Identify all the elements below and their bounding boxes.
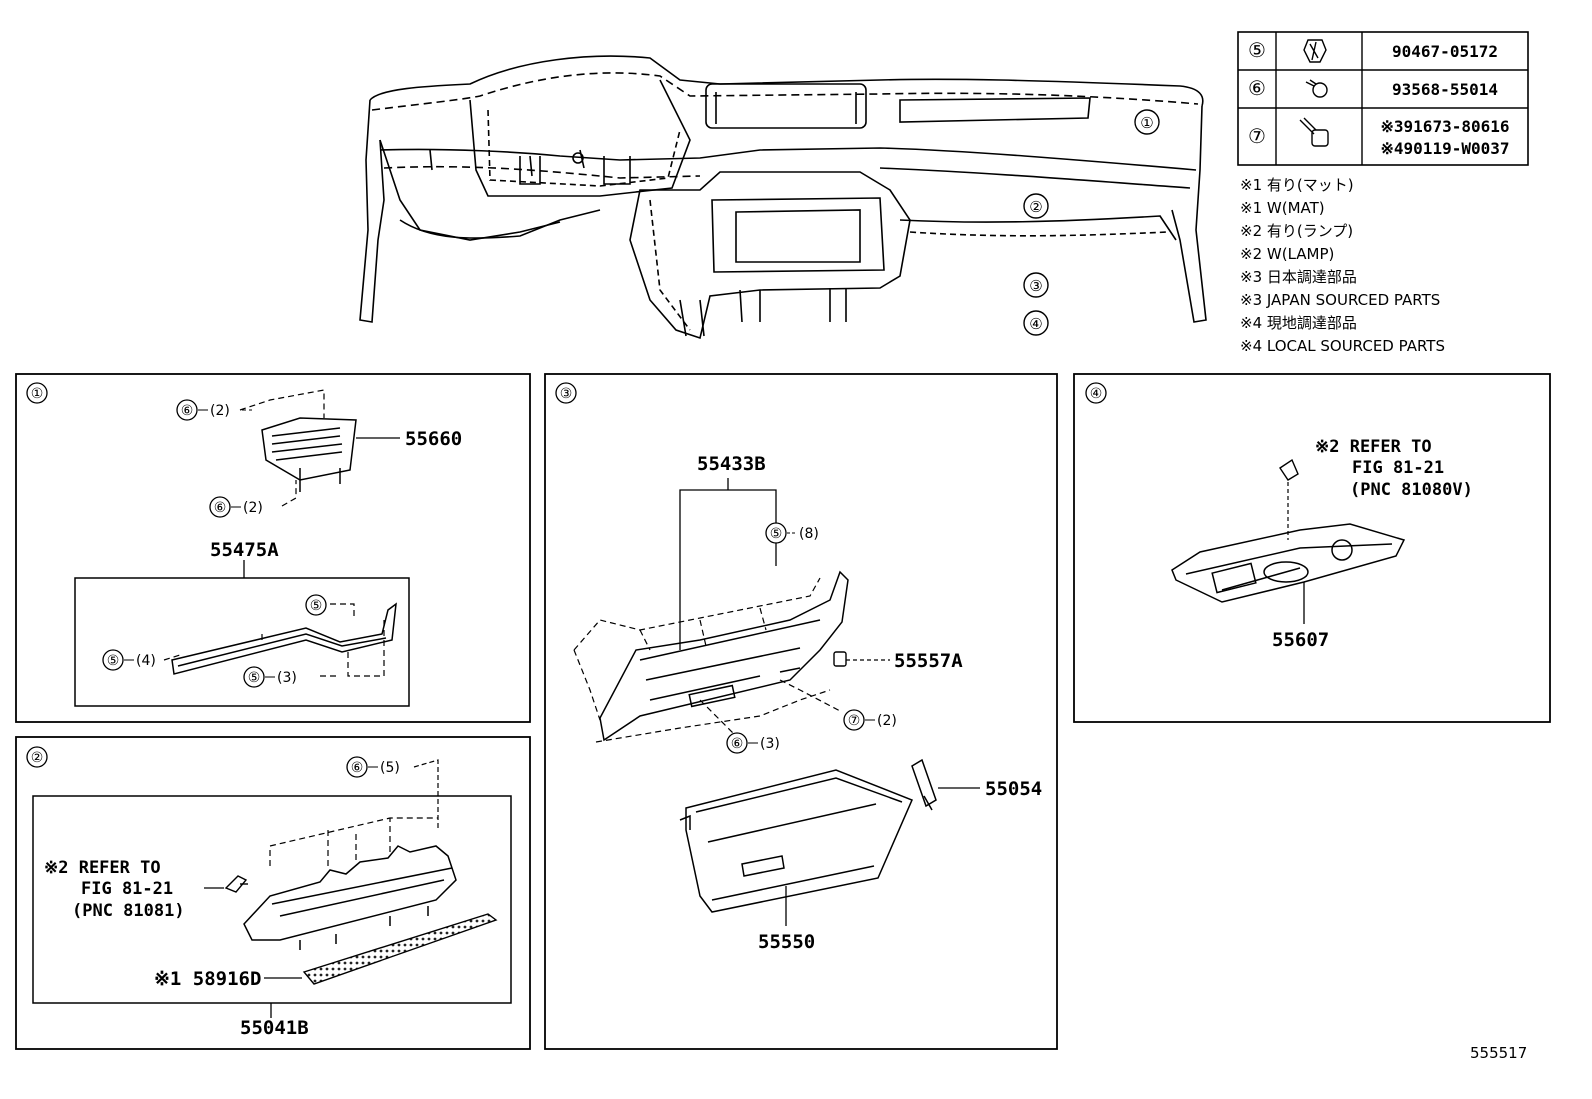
note-8: ※4 LOCAL SOURCED PARTS	[1240, 337, 1445, 355]
callout-2: ②	[1023, 193, 1049, 219]
screw-callout-5: ⑤ (8)	[765, 522, 819, 544]
refer-line-3: (PNC 81081)	[72, 901, 185, 921]
callout-2-label: ②	[1029, 198, 1042, 216]
glove-box-door-frame	[599, 570, 849, 742]
fastener-row-6: ⑥ 93568-55014	[1248, 76, 1498, 100]
screw-callout-6: ⑥ (3)	[726, 732, 780, 754]
qty-6b: (2)	[243, 500, 263, 516]
note-3: ※2 有り(ランプ)	[1240, 222, 1353, 240]
callout-4: ④	[1023, 310, 1049, 336]
note-1: ※1 有り(マット)	[1240, 176, 1354, 194]
screw-callout-6: ⑥ (5)	[346, 756, 439, 830]
circled-5: ⑤	[770, 526, 783, 542]
clip-callout-5c: ⑤ (4)	[102, 649, 156, 671]
fastener-row-5: ⑤ 90467-05172	[1248, 38, 1498, 63]
glove-box-damper	[911, 758, 937, 811]
bolt-callout-7: ⑦ (2)	[843, 709, 897, 731]
figure-code: 555517	[1470, 1044, 1527, 1062]
panel-1: ① 55660 ⑥ (2) ⑥ (2) 55475A	[15, 373, 531, 723]
note-6: ※3 JAPAN SOURCED PARTS	[1240, 291, 1440, 309]
glove-box	[679, 769, 913, 913]
glove-box-mat	[302, 913, 498, 985]
part-55433B: 55433B	[697, 453, 766, 475]
qty-6a: (2)	[210, 403, 230, 419]
refer-note-4: ※2 REFER TO FIG 81-21 (PNC 81080V)	[1315, 437, 1473, 500]
qty-5d: (3)	[277, 670, 297, 686]
qty-5: (8)	[799, 526, 819, 542]
screw-callout-6b: ⑥ (2)	[209, 496, 263, 518]
screw-icon	[1305, 79, 1328, 98]
circled-5: ⑤	[248, 670, 261, 686]
circled-7: ⑦	[848, 713, 861, 729]
clip-callout-5d: ⑤ (3)	[243, 666, 297, 688]
part-55041B: 55041B	[240, 1017, 309, 1039]
fastener-table: ⑤ 90467-05172 ⑥ 93568-55014 ⑦ ※391673-80…	[1237, 31, 1529, 166]
circled-6: ⑥	[181, 403, 194, 419]
circled-6: ⑥	[214, 500, 227, 516]
callout-1-label: ①	[1140, 114, 1153, 132]
panel-1-number: ①	[31, 386, 44, 402]
qty-6: (5)	[380, 760, 400, 776]
notes-list: ※1 有り(マット) ※1 W(MAT) ※2 有り(ランプ) ※2 W(LAM…	[1240, 176, 1445, 355]
bolt-icon	[1299, 117, 1329, 147]
callout-3: ③	[1023, 272, 1049, 298]
note-4: ※2 W(LAMP)	[1240, 245, 1334, 263]
clip-icon	[1303, 39, 1327, 63]
refer-line-1: ※2 REFER TO	[1315, 437, 1432, 457]
damper-bolt	[833, 651, 847, 667]
circled-5: ⑤	[107, 653, 120, 669]
part-58916D: ※1 58916D	[154, 968, 261, 990]
refer-note-2: ※2 REFER TO FIG 81-21 (PNC 81081)	[44, 858, 185, 921]
panel-3-number: ③	[560, 386, 573, 402]
circled-6: ⑥	[351, 760, 364, 776]
panel-4-number: ④	[1090, 386, 1103, 402]
lamp-socket-icon	[224, 875, 248, 893]
callout-4-label: ④	[1029, 315, 1042, 333]
part-55660: 55660	[405, 428, 462, 450]
qty-6: (3)	[760, 736, 780, 752]
circled-5: ⑤	[310, 598, 323, 614]
qty-7: (2)	[877, 713, 897, 729]
refer-line-2: FIG 81-21	[1352, 458, 1444, 478]
garnish-strip	[171, 602, 397, 675]
screw-callout-6a: ⑥ (2)	[176, 399, 252, 421]
panel-2: ② ⑥ (5) ※2 REFER TO FIG 81-21	[15, 736, 531, 1050]
lamp-socket-icon	[1279, 458, 1299, 481]
panel-2-number: ②	[31, 750, 44, 766]
panel-4: ④ ※2 REFER TO FIG 81-21 (PNC 81080V) 556…	[1073, 373, 1551, 723]
circled-6: ⑥	[731, 736, 744, 752]
instrument-panel-overview	[359, 55, 1207, 340]
fastener-part-7a: ※391673-80616	[1381, 117, 1510, 136]
fastener-ref-6: ⑥	[1248, 76, 1266, 100]
refer-line-2: FIG 81-21	[81, 879, 173, 899]
note-2: ※1 W(MAT)	[1240, 199, 1325, 217]
part-55607: 55607	[1272, 629, 1329, 651]
part-55475A: 55475A	[210, 539, 279, 561]
fastener-part-7b: ※490119-W0037	[1381, 139, 1510, 158]
callout-1: ①	[1134, 109, 1160, 135]
part-55550: 55550	[758, 931, 815, 953]
fastener-ref-7: ⑦	[1248, 124, 1266, 148]
fastener-row-7: ⑦ ※391673-80616 ※490119-W0037	[1248, 117, 1509, 158]
fastener-part-6: 93568-55014	[1392, 80, 1498, 99]
part-55557A: 55557A	[894, 650, 963, 672]
overview-callouts: ① ② ③ ④	[1023, 109, 1160, 336]
lower-trim-panel	[243, 845, 457, 950]
panel-3: ③ 55433B ⑤ (8) 55557A	[544, 373, 1058, 1050]
callout-3-label: ③	[1029, 277, 1042, 295]
fastener-ref-5: ⑤	[1248, 38, 1266, 62]
clip-callout-5a: ⑤	[305, 594, 327, 616]
part-55054: 55054	[985, 778, 1042, 800]
qty-5c: (4)	[136, 653, 156, 669]
refer-line-1: ※2 REFER TO	[44, 858, 161, 878]
side-vent-register	[261, 417, 357, 492]
console-bracket	[1171, 523, 1406, 603]
note-7: ※4 現地調達部品	[1240, 314, 1357, 332]
fastener-part-5: 90467-05172	[1392, 42, 1498, 61]
note-5: ※3 日本調達部品	[1240, 268, 1357, 286]
refer-line-3: (PNC 81080V)	[1350, 480, 1473, 500]
